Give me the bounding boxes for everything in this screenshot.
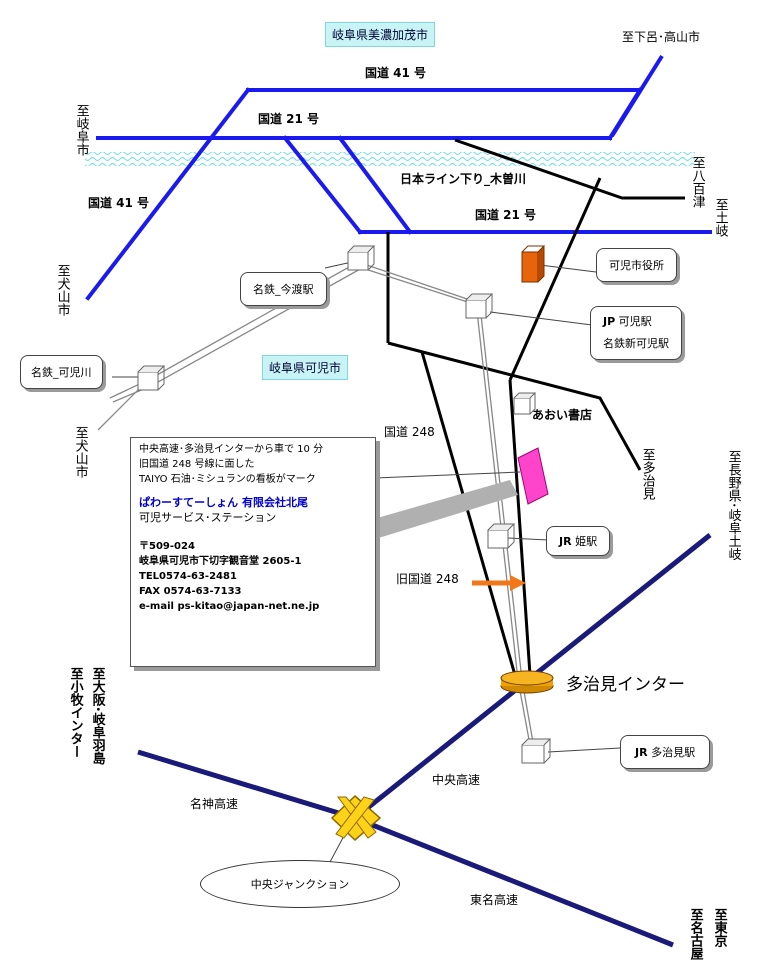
- route41-left-label: 国道 41 号: [88, 196, 150, 210]
- station-himeeki: [487, 523, 516, 549]
- info-line1: 中央高速･多治見インターから車で 10 分: [139, 444, 324, 455]
- direction-gero-takayama: 至下呂･高山市: [622, 30, 701, 44]
- station-kanigawa: [137, 365, 166, 391]
- callout-meitetsu-imawatari: 名鉄_今渡駅: [240, 272, 327, 306]
- shop-info-box: 中央高速･多治見インターから車で 10 分 旧国道 248 号線に面した TAI…: [130, 437, 376, 667]
- old-route248-label: 旧国道 248: [396, 572, 459, 586]
- info-line2: 旧国道 248 号線に面した: [139, 459, 255, 470]
- route21-branch-a: [282, 135, 363, 235]
- info-station: 可児サービス･ステーション: [139, 511, 277, 524]
- tomei-expressway-label: 東名高速: [470, 893, 519, 907]
- meishin-expressway-label: 名神高速: [190, 797, 239, 811]
- direction-nagoya: 至名古屋: [687, 908, 703, 960]
- route21-top-label: 国道 21 号: [258, 112, 320, 126]
- callout-meitetsu-kanigawa: 名鉄_可児川: [20, 355, 103, 389]
- destination-marker: [517, 447, 549, 505]
- station-jr-kani: [465, 293, 494, 319]
- callout-meitetsu-kanigawa-text: 名鉄_可児川: [31, 366, 92, 379]
- tajimi-road-line: [387, 341, 642, 471]
- direction-nagano-toki: 至長野県･岐阜土岐: [725, 450, 741, 561]
- station-imawatari: [347, 245, 376, 271]
- city-hall-marker: [521, 244, 545, 283]
- meishin-expressway-line: [137, 749, 356, 821]
- chuo-expressway-label: 中央高速: [432, 773, 481, 787]
- callout-jr-himeeki: JR 姫駅: [546, 526, 611, 556]
- callout-jr-tajimi-suffix: 多治見駅: [651, 746, 696, 759]
- callout-meitetsu-shinkani: 名鉄新可児駅: [603, 337, 669, 350]
- tomei-expressway-line: [354, 815, 674, 948]
- old-route248-west-line: [420, 351, 517, 676]
- callout-jr-himeeki-prefix: JR: [559, 535, 572, 548]
- callout-jr-tajimi: JR 多治見駅: [620, 735, 711, 769]
- chuo-junction-label: 中央ジャンクション: [200, 860, 400, 908]
- route248-label: 国道 248: [384, 425, 435, 439]
- callout-jr-kani-prefix: JP: [603, 315, 616, 328]
- route21-branch-b: [337, 135, 413, 235]
- kiso-river-label: 日本ライン下り_木曽川: [400, 172, 527, 186]
- station-aoi: [513, 392, 537, 415]
- junction-marker: [330, 794, 382, 842]
- direction-gifu-city: 至岐阜市: [73, 104, 89, 156]
- pointer-himeeki: [507, 537, 549, 541]
- info-address: 岐阜県可児市下切字観音堂 2605-1: [139, 556, 302, 567]
- tajimi-ic-label: 多治見インター: [566, 675, 685, 695]
- tajimi-ic-marker: [500, 670, 554, 694]
- info-pointer: [370, 480, 518, 540]
- station-jr-tajimi: [521, 738, 552, 764]
- info-postal: 〒509-024: [139, 541, 195, 552]
- callout-jr-kani-line: JP 可児駅: [603, 311, 669, 333]
- pointer-city-hall: [539, 264, 597, 273]
- info-line3: TAIYO 石油･ミシュランの看板がマーク: [139, 474, 316, 485]
- station-cubes: [137, 245, 552, 764]
- route21-right-label: 国道 21 号: [475, 208, 537, 222]
- local-road-lines: [386, 138, 685, 676]
- direction-inuyama-1: 至犬山市: [54, 264, 70, 316]
- callout-jr-kani-suffix: 可児駅: [618, 315, 652, 328]
- yaotsu-road-line: [454, 138, 685, 200]
- callout-pointers: [112, 261, 621, 863]
- local-road-to-ic-line: [508, 379, 532, 676]
- kiso-river: [85, 152, 695, 166]
- pointer-jr-tajimi: [547, 747, 621, 753]
- callout-meitetsu-imawatari-text: 名鉄_今渡駅: [253, 283, 314, 296]
- gero-road-line: [610, 54, 664, 138]
- info-tel: TEL0574-63-2481: [139, 571, 237, 582]
- region-kani: 岐阜県可児市: [262, 355, 349, 380]
- callout-jr-tajimi-prefix: JR: [635, 746, 648, 759]
- direction-osaka: 至大阪･岐阜羽島: [89, 667, 105, 765]
- callout-jr-himeeki-suffix: 姫駅: [575, 535, 598, 548]
- direction-tajimi: 至多治見: [639, 448, 655, 500]
- info-company: ぱわーすてーしょん 有限会社北尾: [139, 496, 308, 509]
- direction-inuyama-2: 至犬山市: [72, 426, 88, 478]
- pointer-info-to-marker: [375, 471, 521, 479]
- direction-toki-top: 至土岐: [712, 198, 728, 237]
- direction-tokyo: 至東京: [711, 908, 727, 947]
- direction-komaki: 至小牧インター: [67, 667, 83, 758]
- callout-jr-kani: JP 可児駅 名鉄新可児駅: [590, 306, 682, 360]
- direction-yaotsu: 至八百津: [689, 156, 705, 208]
- pointer-jr-kani: [489, 311, 593, 326]
- route41-diagonal-line: [85, 87, 251, 301]
- route41-top-label: 国道 41 号: [365, 66, 427, 80]
- callout-city-hall-text: 可児市役所: [609, 259, 664, 272]
- callout-city-hall: 可児市役所: [596, 248, 677, 282]
- info-email[interactable]: e-mail ps-kitao@japan-net.ne.jp: [139, 601, 320, 612]
- location-arrow: [472, 575, 526, 591]
- info-fax: FAX 0574-63-7133: [139, 586, 242, 597]
- upper-north-road-line: [508, 177, 602, 381]
- region-minokamo: 岐阜県美濃加茂市: [325, 22, 436, 47]
- aoi-bookstore-label: あおい書店: [532, 408, 593, 422]
